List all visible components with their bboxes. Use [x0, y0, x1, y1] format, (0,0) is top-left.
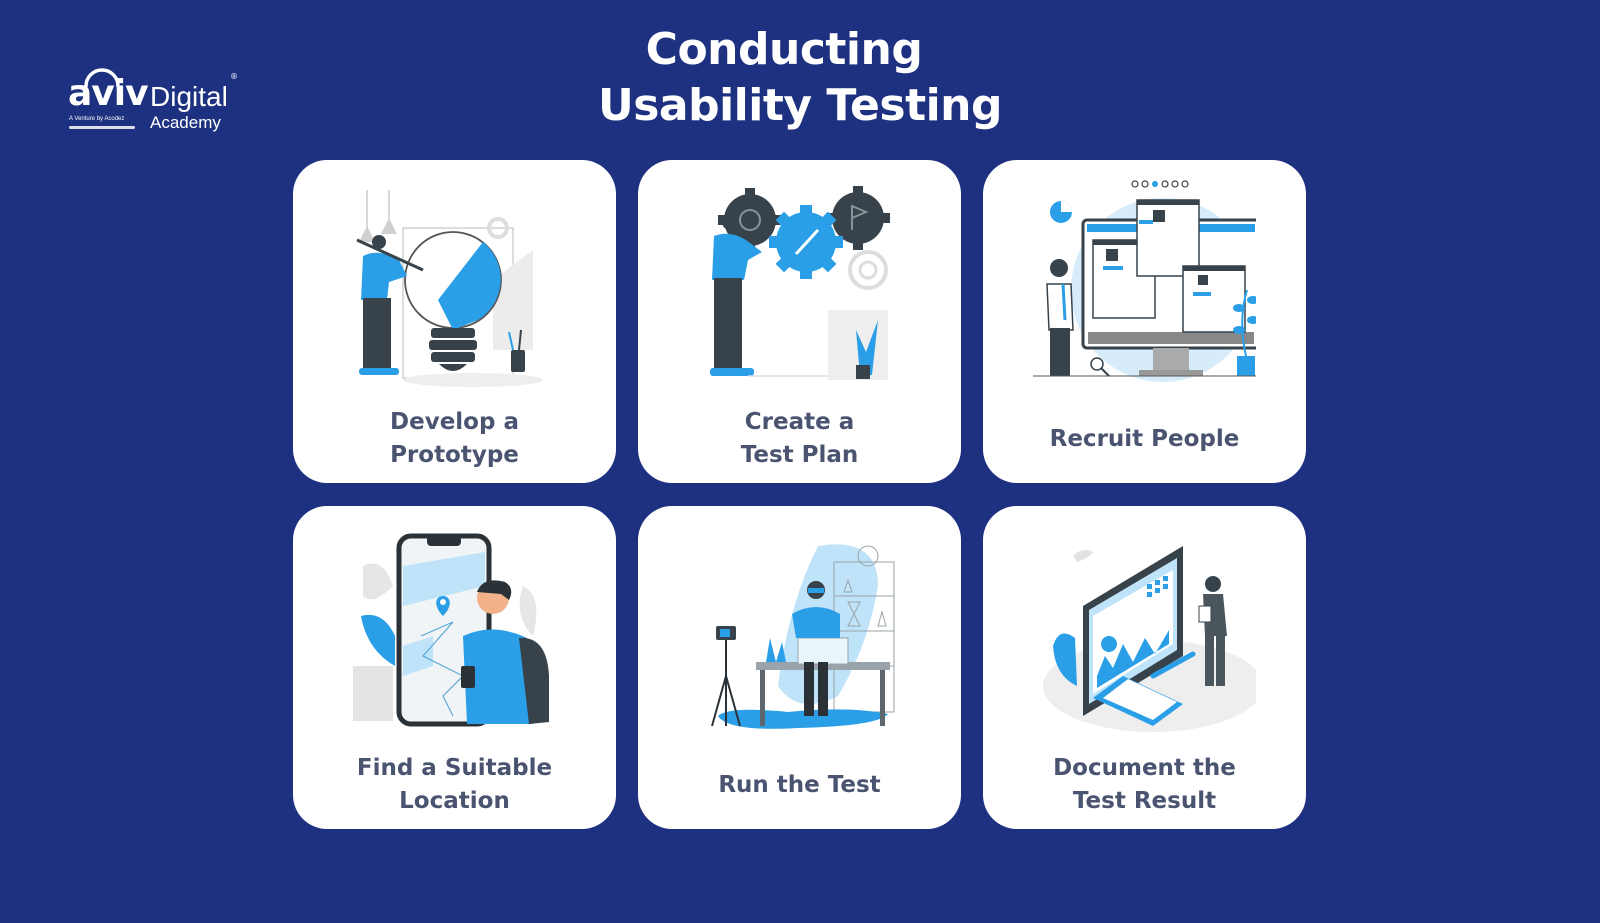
- step-card-document-result: Document the Test Result: [983, 506, 1306, 829]
- brand-tagline: A Venture by Acodez: [69, 116, 125, 122]
- step-label: Run the Test: [718, 771, 881, 798]
- step-card-create-test-plan: Create a Test Plan: [638, 160, 961, 483]
- step-card-develop-prototype: Develop a Prototype: [293, 160, 616, 483]
- page-title: Conducting Usability Testing: [0, 22, 1600, 134]
- lightbulb-prototype-illustration: [356, 190, 543, 387]
- tagline-underline: [69, 126, 135, 129]
- step-label: Find a Suitable Location: [356, 755, 553, 814]
- aviv-digital-academy-logo: aviv Digital ® A Venture by Acodez Acade…: [66, 66, 246, 138]
- phone-map-illustration: [353, 533, 549, 727]
- step-card-run-test: Run the Test: [638, 506, 961, 829]
- brand-name-main: aviv: [68, 73, 149, 114]
- step-card-find-location: Find a Suitable Location: [293, 506, 616, 829]
- title-line-1: Conducting: [645, 24, 923, 75]
- title-line-2: Usability Testing: [597, 80, 1003, 131]
- brand-name-secondary: Digital: [150, 81, 228, 112]
- steps-grid: Develop a Prototype: [293, 160, 1306, 829]
- logo-arc-icon: [84, 68, 120, 88]
- registered-mark: ®: [230, 72, 238, 81]
- step-label: Create a Test Plan: [740, 409, 859, 468]
- gears-plan-illustration: [710, 186, 890, 380]
- step-card-recruit-people: Recruit People: [983, 160, 1306, 483]
- lab-camera-illustration: [711, 544, 895, 729]
- step-label: Develop a Prototype: [390, 409, 519, 468]
- step-label: Document the Test Result: [1053, 755, 1236, 814]
- monitor-profiles-illustration: [1033, 180, 1256, 382]
- report-tablet-illustration: [1043, 546, 1256, 732]
- step-label: Recruit People: [1049, 425, 1240, 452]
- brand-sub-name: Academy: [150, 113, 221, 132]
